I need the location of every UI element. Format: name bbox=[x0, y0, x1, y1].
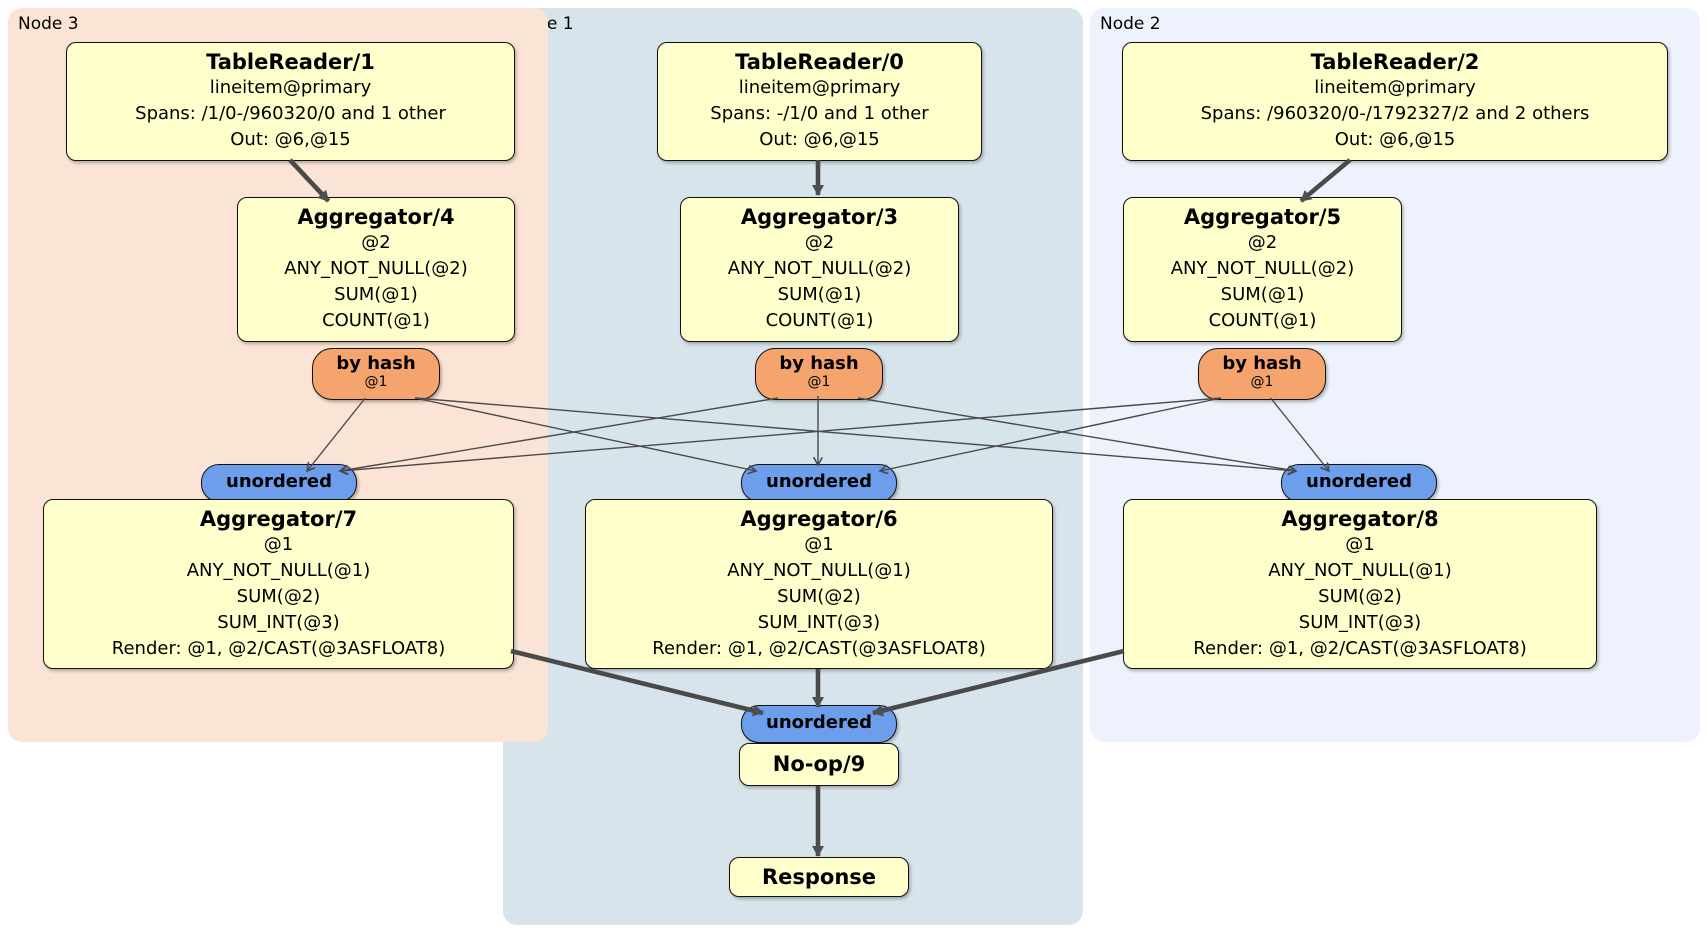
tablereader-1-spans: Spans: /1/0-/960320/0 and 1 other bbox=[135, 103, 446, 124]
aggregator-7-fn2: SUM(@2) bbox=[236, 586, 321, 607]
tablereader-2-index: lineitem@primary bbox=[1314, 77, 1476, 98]
aggregator-6-fn3: SUM_INT(@3) bbox=[757, 612, 881, 633]
response-box: Response bbox=[729, 857, 909, 897]
by-hash-router-3: by hash @1 bbox=[755, 348, 883, 400]
aggregator-6-fn1: ANY_NOT_NULL(@1) bbox=[727, 560, 911, 581]
tablereader-1-box: TableReader/1 lineitem@primary Spans: /1… bbox=[66, 42, 515, 161]
aggregator-5-box: Aggregator/5 @2 ANY_NOT_NULL(@2) SUM(@1)… bbox=[1123, 197, 1402, 342]
tablereader-2-title: TableReader/2 bbox=[1310, 50, 1480, 74]
aggregator-4-fn3: COUNT(@1) bbox=[322, 310, 430, 331]
by-hash-router-4-label: by hash bbox=[336, 353, 416, 374]
node3-group-label: Node 3 bbox=[18, 14, 79, 34]
aggregator-7-fn1: ANY_NOT_NULL(@1) bbox=[186, 560, 371, 581]
aggregator-7-title: Aggregator/7 bbox=[199, 507, 358, 531]
aggregator-5-groupcols: @2 bbox=[1247, 232, 1278, 253]
aggregator-3-title: Aggregator/3 bbox=[740, 205, 899, 229]
unordered-stream-6: unordered bbox=[741, 464, 897, 502]
aggregator-8-groupcols: @1 bbox=[1345, 534, 1375, 555]
tablereader-2-spans: Spans: /960320/0-/1792327/2 and 2 others bbox=[1200, 103, 1590, 124]
tablereader-1-title: TableReader/1 bbox=[206, 50, 375, 74]
aggregator-4-groupcols: @2 bbox=[361, 232, 391, 253]
aggregator-3-groupcols: @2 bbox=[804, 232, 835, 253]
aggregator-3-fn2: SUM(@1) bbox=[777, 284, 862, 305]
aggregator-6-fn2: SUM(@2) bbox=[777, 586, 861, 607]
node2-group-label: Node 2 bbox=[1100, 14, 1161, 34]
unordered-stream-7: unordered bbox=[201, 464, 357, 502]
by-hash-router-4: by hash @1 bbox=[312, 348, 440, 400]
aggregator-3-fn3: COUNT(@1) bbox=[765, 310, 874, 331]
aggregator-4-fn2: SUM(@1) bbox=[334, 284, 418, 305]
aggregator-5-fn2: SUM(@1) bbox=[1220, 284, 1305, 305]
noop-9-box: No-op/9 bbox=[739, 743, 899, 786]
aggregator-8-box: Aggregator/8 @1 ANY_NOT_NULL(@1) SUM(@2)… bbox=[1123, 499, 1597, 669]
tablereader-1-index: lineitem@primary bbox=[209, 77, 372, 98]
aggregator-8-title: Aggregator/8 bbox=[1281, 507, 1439, 531]
noop-9-title: No-op/9 bbox=[772, 752, 866, 776]
tablereader-2-out: Out: @6,@15 bbox=[1334, 129, 1456, 150]
by-hash-router-5: by hash @1 bbox=[1198, 348, 1326, 400]
tablereader-0-out: Out: @6,@15 bbox=[759, 129, 880, 150]
by-hash-router-4-key: @1 bbox=[364, 374, 388, 390]
tablereader-0-spans: Spans: -/1/0 and 1 other bbox=[710, 103, 929, 124]
aggregator-6-groupcols: @1 bbox=[804, 534, 834, 555]
aggregator-7-box: Aggregator/7 @1 ANY_NOT_NULL(@1) SUM(@2)… bbox=[43, 499, 514, 669]
aggregator-7-groupcols: @1 bbox=[263, 534, 294, 555]
aggregator-4-fn1: ANY_NOT_NULL(@2) bbox=[284, 258, 468, 279]
aggregator-8-fn2: SUM(@2) bbox=[1318, 586, 1402, 607]
by-hash-router-5-key: @1 bbox=[1250, 374, 1274, 390]
aggregator-8-fn3: SUM_INT(@3) bbox=[1298, 612, 1422, 633]
aggregator-6-render: Render: @1, @2/CAST(@3ASFLOAT8) bbox=[652, 638, 986, 659]
by-hash-router-3-key: @1 bbox=[807, 374, 831, 390]
tablereader-2-box: TableReader/2 lineitem@primary Spans: /9… bbox=[1122, 42, 1668, 161]
unordered-stream-8: unordered bbox=[1281, 464, 1437, 502]
aggregator-8-render: Render: @1, @2/CAST(@3ASFLOAT8) bbox=[1193, 638, 1527, 659]
unordered-stream-9: unordered bbox=[741, 705, 897, 743]
aggregator-4-box: Aggregator/4 @2 ANY_NOT_NULL(@2) SUM(@1)… bbox=[237, 197, 515, 342]
aggregator-4-title: Aggregator/4 bbox=[297, 205, 455, 229]
aggregator-5-fn3: COUNT(@1) bbox=[1208, 310, 1317, 331]
aggregator-6-title: Aggregator/6 bbox=[740, 507, 898, 531]
aggregator-5-fn1: ANY_NOT_NULL(@2) bbox=[1170, 258, 1355, 279]
tablereader-0-box: TableReader/0 lineitem@primary Spans: -/… bbox=[657, 42, 982, 161]
tablereader-0-index: lineitem@primary bbox=[738, 77, 901, 98]
by-hash-router-5-label: by hash bbox=[1222, 353, 1302, 374]
aggregator-6-box: Aggregator/6 @1 ANY_NOT_NULL(@1) SUM(@2)… bbox=[585, 499, 1053, 669]
response-title: Response bbox=[761, 865, 877, 889]
aggregator-5-title: Aggregator/5 bbox=[1183, 205, 1342, 229]
aggregator-3-fn1: ANY_NOT_NULL(@2) bbox=[727, 258, 912, 279]
aggregator-7-render: Render: @1, @2/CAST(@3ASFLOAT8) bbox=[111, 638, 446, 659]
tablereader-0-title: TableReader/0 bbox=[735, 50, 904, 74]
tablereader-1-out: Out: @6,@15 bbox=[230, 129, 351, 150]
aggregator-7-fn3: SUM_INT(@3) bbox=[217, 612, 340, 633]
by-hash-router-3-label: by hash bbox=[779, 353, 859, 374]
aggregator-8-fn1: ANY_NOT_NULL(@1) bbox=[1268, 560, 1452, 581]
aggregator-3-box: Aggregator/3 @2 ANY_NOT_NULL(@2) SUM(@1)… bbox=[680, 197, 959, 342]
